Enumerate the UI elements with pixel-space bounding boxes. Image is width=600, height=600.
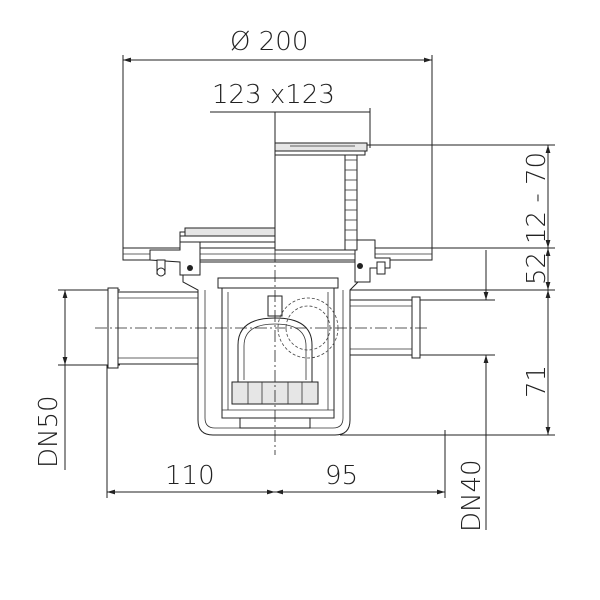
thread-lines <box>345 159 357 241</box>
label-grate-size: 123 x123 <box>212 80 335 110</box>
label-inlet-left: DN50 <box>34 395 64 468</box>
drain-body <box>107 247 433 436</box>
label-diameter: Ø 200 <box>230 27 308 57</box>
label-outlet-right: DN40 <box>457 459 487 532</box>
label-width-left: 110 <box>165 461 215 491</box>
dimension-labels: Ø 200 123 x123 12 - 70 52 71 DN50 DN40 1… <box>34 27 552 532</box>
label-width-right: 95 <box>325 461 358 491</box>
grate-assembly <box>149 142 391 283</box>
label-height-adjust: 12 - 70 <box>522 152 552 244</box>
label-height-lower: 71 <box>522 365 552 398</box>
label-height-upper: 52 <box>522 252 552 285</box>
dimension-lines <box>58 55 555 530</box>
